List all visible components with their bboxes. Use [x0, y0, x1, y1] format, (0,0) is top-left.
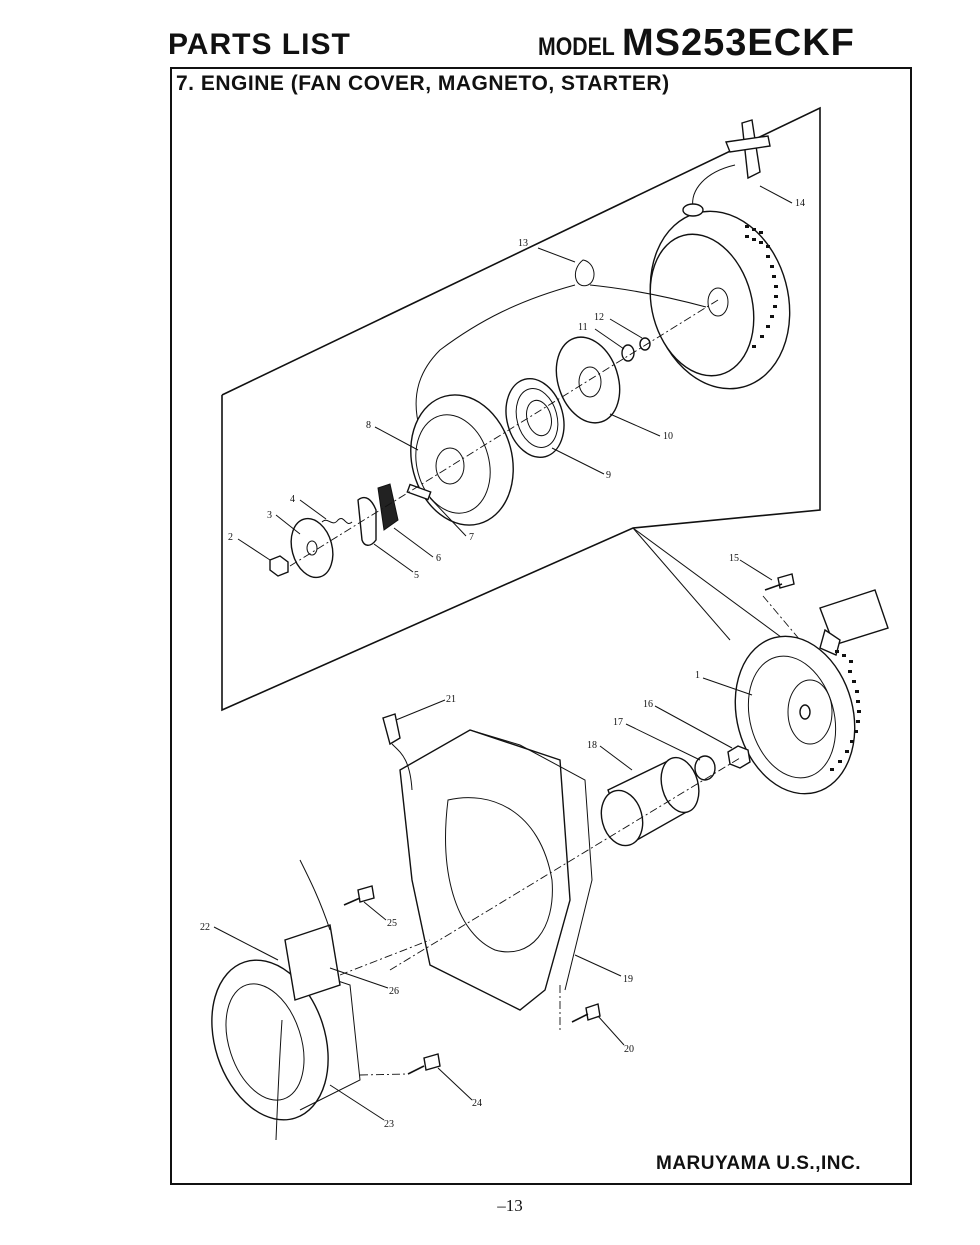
callout-23: 23	[384, 1119, 394, 1130]
callout-24: 24	[472, 1098, 482, 1109]
callout-18: 18	[587, 740, 597, 751]
callout-9: 9	[606, 470, 611, 481]
callout-14: 14	[795, 198, 805, 209]
ratchet-pawl-icon	[377, 483, 399, 531]
flywheel-nut-icon	[727, 745, 751, 769]
callout-5: 5	[414, 570, 419, 581]
callout-22: 22	[200, 922, 210, 933]
parts-list-title: PARTS LIST	[168, 28, 351, 61]
starter-rope-icon	[415, 259, 707, 431]
leader-lines	[213, 185, 793, 1121]
callout-16: 16	[643, 699, 653, 710]
callout-15: 15	[729, 553, 739, 564]
callout-3: 3	[267, 510, 272, 521]
callout-26: 26	[389, 986, 399, 997]
diagram-frame	[170, 67, 912, 1185]
callout-10: 10	[663, 431, 673, 442]
starter-cup-icon	[600, 756, 700, 847]
callout-11: 11	[578, 322, 588, 333]
cover-bolt-icon	[559, 985, 601, 1030]
model-label: MODEL	[538, 33, 615, 61]
pin-icon	[406, 483, 432, 501]
friction-plate-icon	[290, 517, 334, 579]
callout-6: 6	[436, 553, 441, 564]
ignition-coil-icon	[284, 859, 431, 1001]
flywheel-washer-icon	[694, 755, 716, 781]
starter-handle-icon	[692, 119, 771, 209]
nut-icon	[269, 555, 289, 577]
pulley-icon	[410, 394, 514, 526]
coil-bolt-lower-icon	[359, 1053, 441, 1076]
callout-21: 21	[446, 694, 456, 705]
callout-20: 20	[624, 1044, 634, 1055]
section-title: 7. ENGINE (FAN COVER, MAGNETO, STARTER)	[176, 72, 670, 95]
callout-17: 17	[613, 717, 623, 728]
stop-switch-icon	[382, 713, 413, 791]
recoil-spring-icon	[505, 377, 565, 459]
page-number: –13	[497, 1196, 523, 1215]
callout-1: 1	[695, 670, 700, 681]
housing-bolt-icon	[762, 573, 801, 641]
callout-19: 19	[623, 974, 633, 985]
starter-assembly-icon	[734, 589, 889, 795]
model-number: MS253ECKF	[622, 22, 855, 64]
callout-4: 4	[290, 494, 295, 505]
callout-13: 13	[518, 238, 528, 249]
callout-2: 2	[228, 532, 233, 543]
fan-cover-icon	[389, 729, 741, 1011]
callout-25: 25	[387, 918, 397, 929]
coil-lead-icon	[275, 1019, 283, 1141]
ratchet-guide-icon	[357, 496, 377, 546]
callout-8: 8	[366, 420, 371, 431]
collar-icon	[621, 337, 651, 362]
pawl-spring-icon	[321, 518, 353, 524]
brand-name: MARUYAMA U.S.,INC.	[656, 1153, 861, 1174]
callout-7: 7	[469, 532, 474, 543]
coil-bolt-upper-icon	[343, 885, 375, 906]
callout-12: 12	[594, 312, 604, 323]
cam-plate-icon	[555, 336, 621, 424]
starter-housing-icon	[649, 203, 791, 390]
starter-detail-box	[221, 106, 821, 712]
